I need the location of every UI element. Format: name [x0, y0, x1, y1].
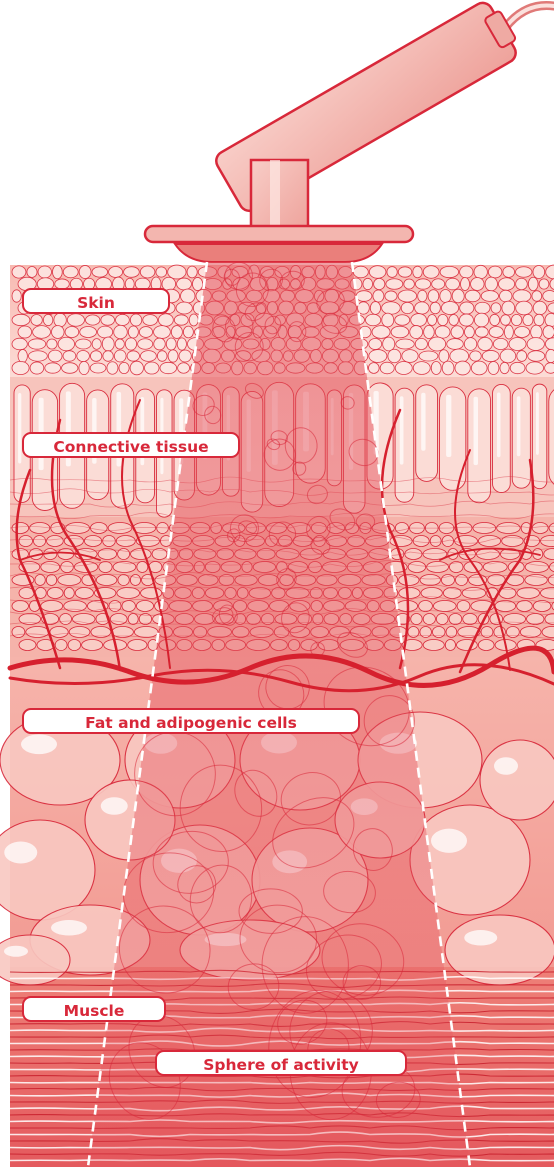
label-muscle: Muscle — [22, 996, 166, 1022]
label-connective-tissue: Connective tissue — [22, 432, 240, 458]
probe-device-icon — [145, 0, 554, 262]
label-sphere-of-activity: Sphere of activity — [155, 1050, 407, 1076]
label-fat-cells: Fat and adipogenic cells — [22, 708, 360, 734]
label-skin: Skin — [22, 288, 170, 314]
